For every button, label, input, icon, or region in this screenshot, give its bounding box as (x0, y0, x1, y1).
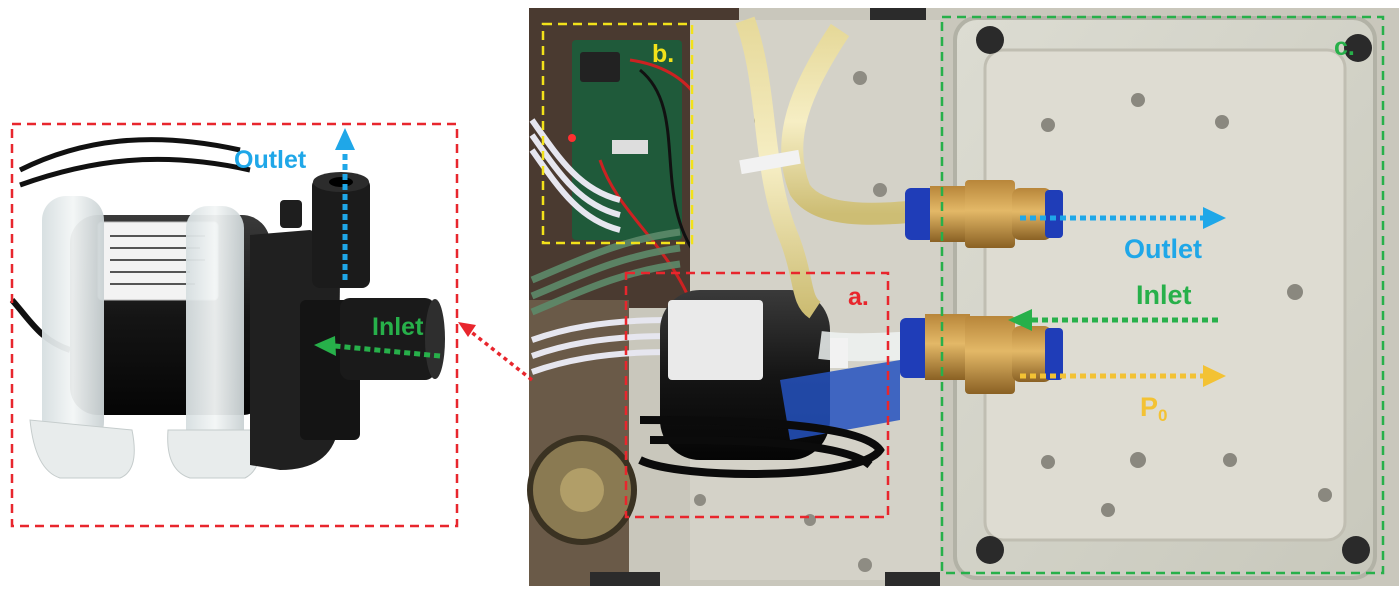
box-b-label: b. (652, 40, 675, 68)
enclosure-photo (527, 8, 1399, 586)
right-inlet-arrow (1008, 309, 1218, 331)
box-c-enclosure (940, 15, 1385, 575)
box-a-pump (624, 271, 890, 519)
pump-closeup-photo (9, 124, 457, 526)
pressure-label-main: P (1140, 392, 1159, 422)
right-inlet-label: Inlet (1136, 280, 1192, 310)
brass-fitting-bottom (900, 314, 1063, 394)
right-outlet-arrow (1020, 207, 1226, 229)
left-inlet-arrow (314, 336, 441, 359)
brass-fitting-top (905, 180, 1063, 248)
left-outlet-label: Outlet (234, 146, 307, 174)
pump-closeup-box (10, 122, 459, 528)
left-inlet-label: Inlet (372, 313, 424, 341)
box-a-label: a. (848, 283, 869, 311)
right-outlet-label: Outlet (1124, 234, 1202, 264)
left-outlet-arrow (335, 128, 355, 280)
box-b-circuit (541, 22, 694, 245)
box-c-label: c. (1334, 33, 1355, 61)
pressure-label: P0 (1140, 392, 1167, 426)
pressure-label-subscript: 0 (1158, 406, 1168, 425)
closeup-connector-arrow (458, 322, 534, 382)
pressure-arrow (1020, 365, 1226, 387)
